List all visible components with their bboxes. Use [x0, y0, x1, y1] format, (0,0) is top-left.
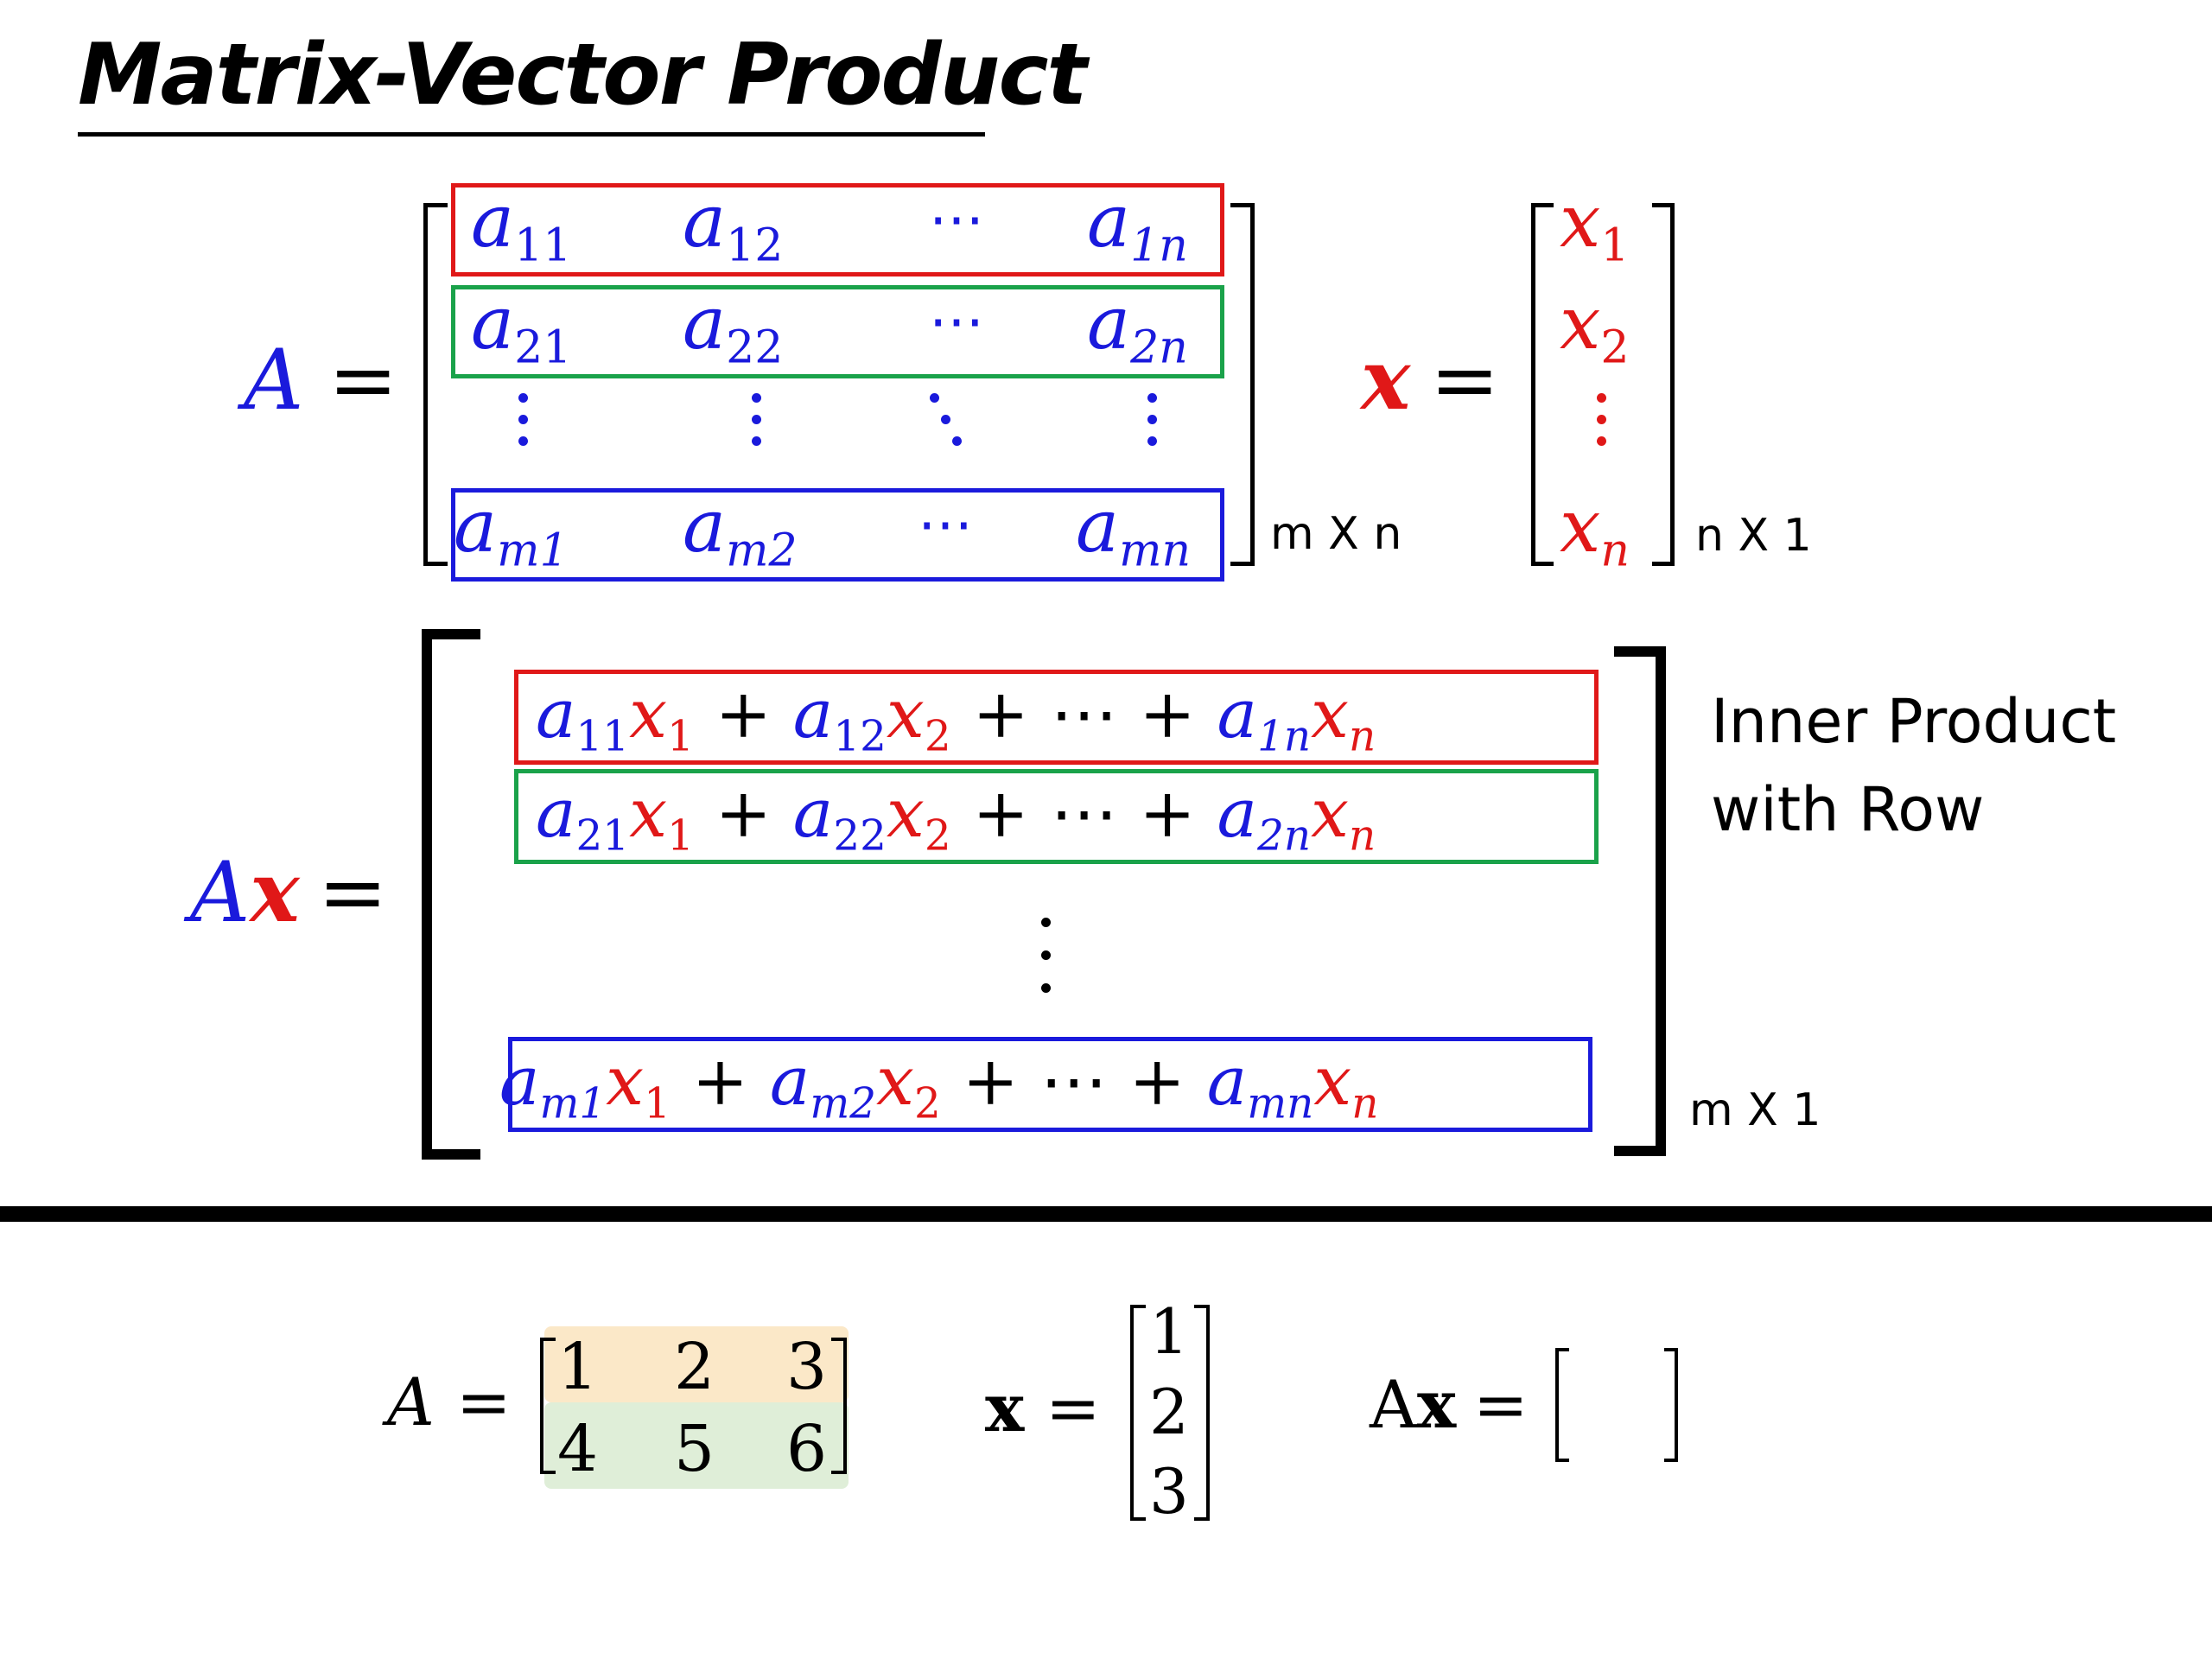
vector-x-label: x — [1361, 331, 1411, 429]
example-a21: 4 — [557, 1412, 599, 1486]
matrix-a-row1-box — [451, 183, 1224, 276]
matrix-a-label: A — [244, 332, 304, 429]
entry-xn: xn — [1560, 484, 1630, 577]
entry-a1n: a1n — [1087, 179, 1188, 272]
example-ax-right-bracket — [1664, 1348, 1678, 1462]
example-x-left-bracket — [1130, 1305, 1146, 1521]
matrix-a-size: m X n — [1270, 508, 1402, 560]
product-right-bracket — [1614, 646, 1666, 1156]
example-a22: 5 — [674, 1412, 715, 1486]
product-rowm-box — [508, 1037, 1592, 1132]
entry-x2: x2 — [1560, 281, 1630, 374]
product-left-bracket — [422, 629, 480, 1160]
example-a-equals: = — [456, 1363, 512, 1440]
product-row1-box — [514, 670, 1599, 765]
example-x1: 1 — [1149, 1295, 1189, 1368]
note-line1: Inner Product — [1711, 686, 2117, 757]
rowm-hdots: ⋯ — [918, 493, 973, 556]
example-a-left-bracket — [540, 1338, 556, 1474]
note-line2: with Row — [1711, 773, 1985, 845]
example-x3: 3 — [1149, 1455, 1189, 1528]
example-a23: 6 — [786, 1412, 828, 1486]
entry-amn: amn — [1076, 484, 1192, 577]
entry-a22: a22 — [683, 281, 784, 374]
example-a-right-bracket — [831, 1338, 847, 1474]
matrix-a-row2-box — [451, 285, 1224, 378]
entry-a12: a12 — [683, 179, 784, 272]
product-size: m X 1 — [1689, 1084, 1821, 1136]
matrix-a-equals: = — [328, 332, 398, 429]
vector-x-size: n X 1 — [1695, 510, 1812, 562]
product-row2: a21x1 + a22x2 + ⋯ + a2nxn — [536, 775, 1376, 861]
example-ax-label: Ax — [1370, 1366, 1457, 1443]
product-row2-box — [514, 769, 1599, 864]
matrix-a-left-bracket — [423, 203, 448, 566]
product-rowm: am1x1 + am2x2 + ⋯ + amnxn — [499, 1043, 1379, 1128]
product-row1: a11x1 + a12x2 + ⋯ + a1nxn — [536, 676, 1376, 761]
example-x-right-bracket — [1194, 1305, 1210, 1521]
row2-hdots: ⋯ — [929, 289, 984, 353]
entry-a21: a21 — [471, 281, 572, 374]
entry-am1: am1 — [454, 484, 569, 577]
example-row2-highlight — [544, 1402, 849, 1489]
title-underline — [78, 132, 985, 137]
vector-x-left-bracket — [1531, 203, 1554, 566]
vector-x-right-bracket — [1652, 203, 1675, 566]
page-title: Matrix-Vector Product — [78, 26, 1087, 124]
product-equals: = — [318, 844, 388, 941]
example-x-label: x — [985, 1370, 1025, 1446]
example-x2: 2 — [1149, 1376, 1189, 1448]
entry-am2: am2 — [683, 484, 798, 577]
example-row1-highlight — [544, 1326, 849, 1402]
example-a-label: A — [387, 1363, 435, 1440]
example-ax-equals: = — [1473, 1366, 1529, 1443]
entry-a2n: a2n — [1087, 281, 1188, 374]
example-a13: 3 — [786, 1330, 828, 1404]
inner-product-note: Inner Product with Row — [1711, 678, 2116, 854]
section-divider — [0, 1206, 2212, 1222]
example-a11: 1 — [557, 1330, 599, 1404]
entry-x1: x1 — [1560, 179, 1630, 272]
matrix-a-right-bracket — [1230, 203, 1255, 566]
vector-x-equals: = — [1430, 332, 1500, 429]
matrix-a-rowm-box — [451, 488, 1224, 582]
example-a12: 2 — [674, 1330, 715, 1404]
example-x-equals: = — [1046, 1370, 1101, 1446]
row1-hdots: ⋯ — [929, 188, 984, 251]
product-label: Ax — [190, 843, 300, 941]
example-ax-left-bracket — [1555, 1348, 1569, 1462]
entry-a11: a11 — [471, 179, 572, 272]
